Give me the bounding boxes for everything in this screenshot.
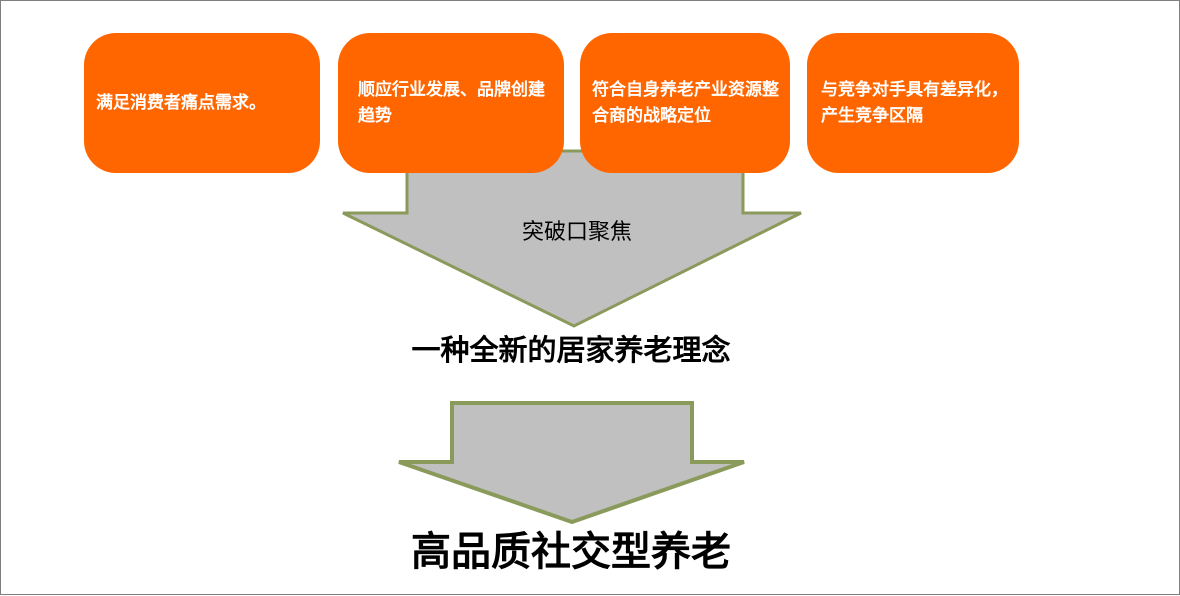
reason-text-differentiation: 与竞争对手具有差异化，产生竞争区隔 — [821, 80, 1008, 126]
reason-box-industry-trend: 顺应行业发展、品牌创建趋势 — [338, 33, 564, 173]
reason-text-consumer-needs: 满足消费者痛点需求。 — [96, 93, 266, 113]
final-title: 高品质社交型养老 — [411, 529, 731, 575]
reason-text-industry-trend: 顺应行业发展、品牌创建趋势 — [358, 80, 545, 126]
reason-text-strategic-positioning: 符合自身养老产业资源整合商的战略定位 — [592, 80, 779, 126]
reason-box-consumer-needs: 满足消费者痛点需求。 — [84, 33, 320, 173]
result-arrow — [398, 401, 745, 525]
focus-arrow-label: 突破口聚焦 — [521, 220, 632, 245]
reason-box-differentiation: 与竞争对手具有差异化，产生竞争区隔 — [807, 33, 1019, 173]
reason-box-strategic-positioning: 符合自身养老产业资源整合商的战略定位 — [580, 33, 790, 173]
concept-title: 一种全新的居家养老理念 — [411, 333, 731, 367]
